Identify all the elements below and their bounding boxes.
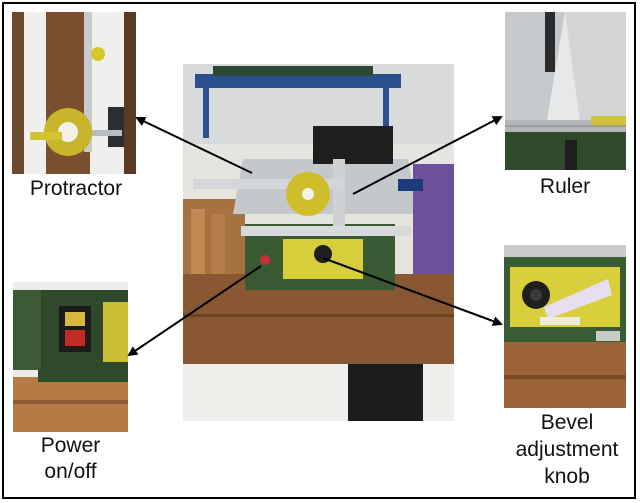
bevel-label-line1: Bevel (540, 411, 594, 434)
ruler-photo (505, 12, 626, 170)
power-switch-photo (13, 282, 128, 432)
bevel-label-line2: adjustment (515, 438, 619, 461)
table-saw-photo (183, 64, 454, 421)
protractor-photo (12, 12, 136, 174)
ruler-label: Ruler (539, 175, 591, 198)
bevel-knob-photo (504, 245, 626, 408)
power-label-line2: on/off (44, 460, 97, 483)
power-label-line1: Power (40, 434, 101, 457)
protractor-label: Protractor (29, 177, 123, 200)
power-arrow (127, 265, 262, 357)
bevel-arrow (322, 257, 503, 326)
protractor-arrow (135, 116, 253, 174)
bevel-label-line3: knob (544, 465, 590, 488)
ruler-arrow (352, 116, 503, 195)
